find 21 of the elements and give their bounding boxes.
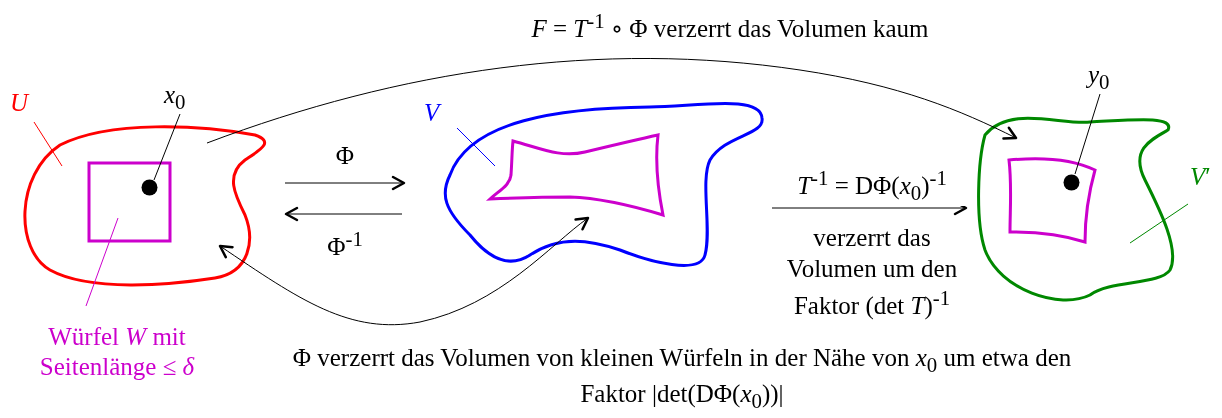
distorted-square-outline — [1005, 155, 1100, 247]
distorted-square-outline — [486, 131, 667, 219]
region-label: V — [424, 98, 454, 130]
leader-line — [85, 217, 119, 307]
point-marker — [1063, 174, 1080, 191]
region-label: V′ — [1190, 162, 1222, 196]
cube-label: Würfel W mit Seitenlänge ≤ δ — [4, 322, 230, 398]
arrow — [284, 206, 403, 222]
region-label: U — [10, 88, 44, 120]
square-outline — [88, 162, 172, 243]
leader-line — [153, 113, 181, 181]
leader-line — [1074, 93, 1101, 175]
point-label: x$_{0}$ — [164, 80, 204, 114]
leader-line — [456, 127, 496, 167]
point-marker — [141, 179, 158, 196]
arrow — [206, 58, 1018, 144]
leader-line — [33, 121, 63, 167]
arrow — [284, 175, 406, 191]
arrow — [218, 216, 590, 326]
leader-line — [1129, 203, 1189, 244]
point-label: y$_{0}$ — [1088, 60, 1128, 94]
